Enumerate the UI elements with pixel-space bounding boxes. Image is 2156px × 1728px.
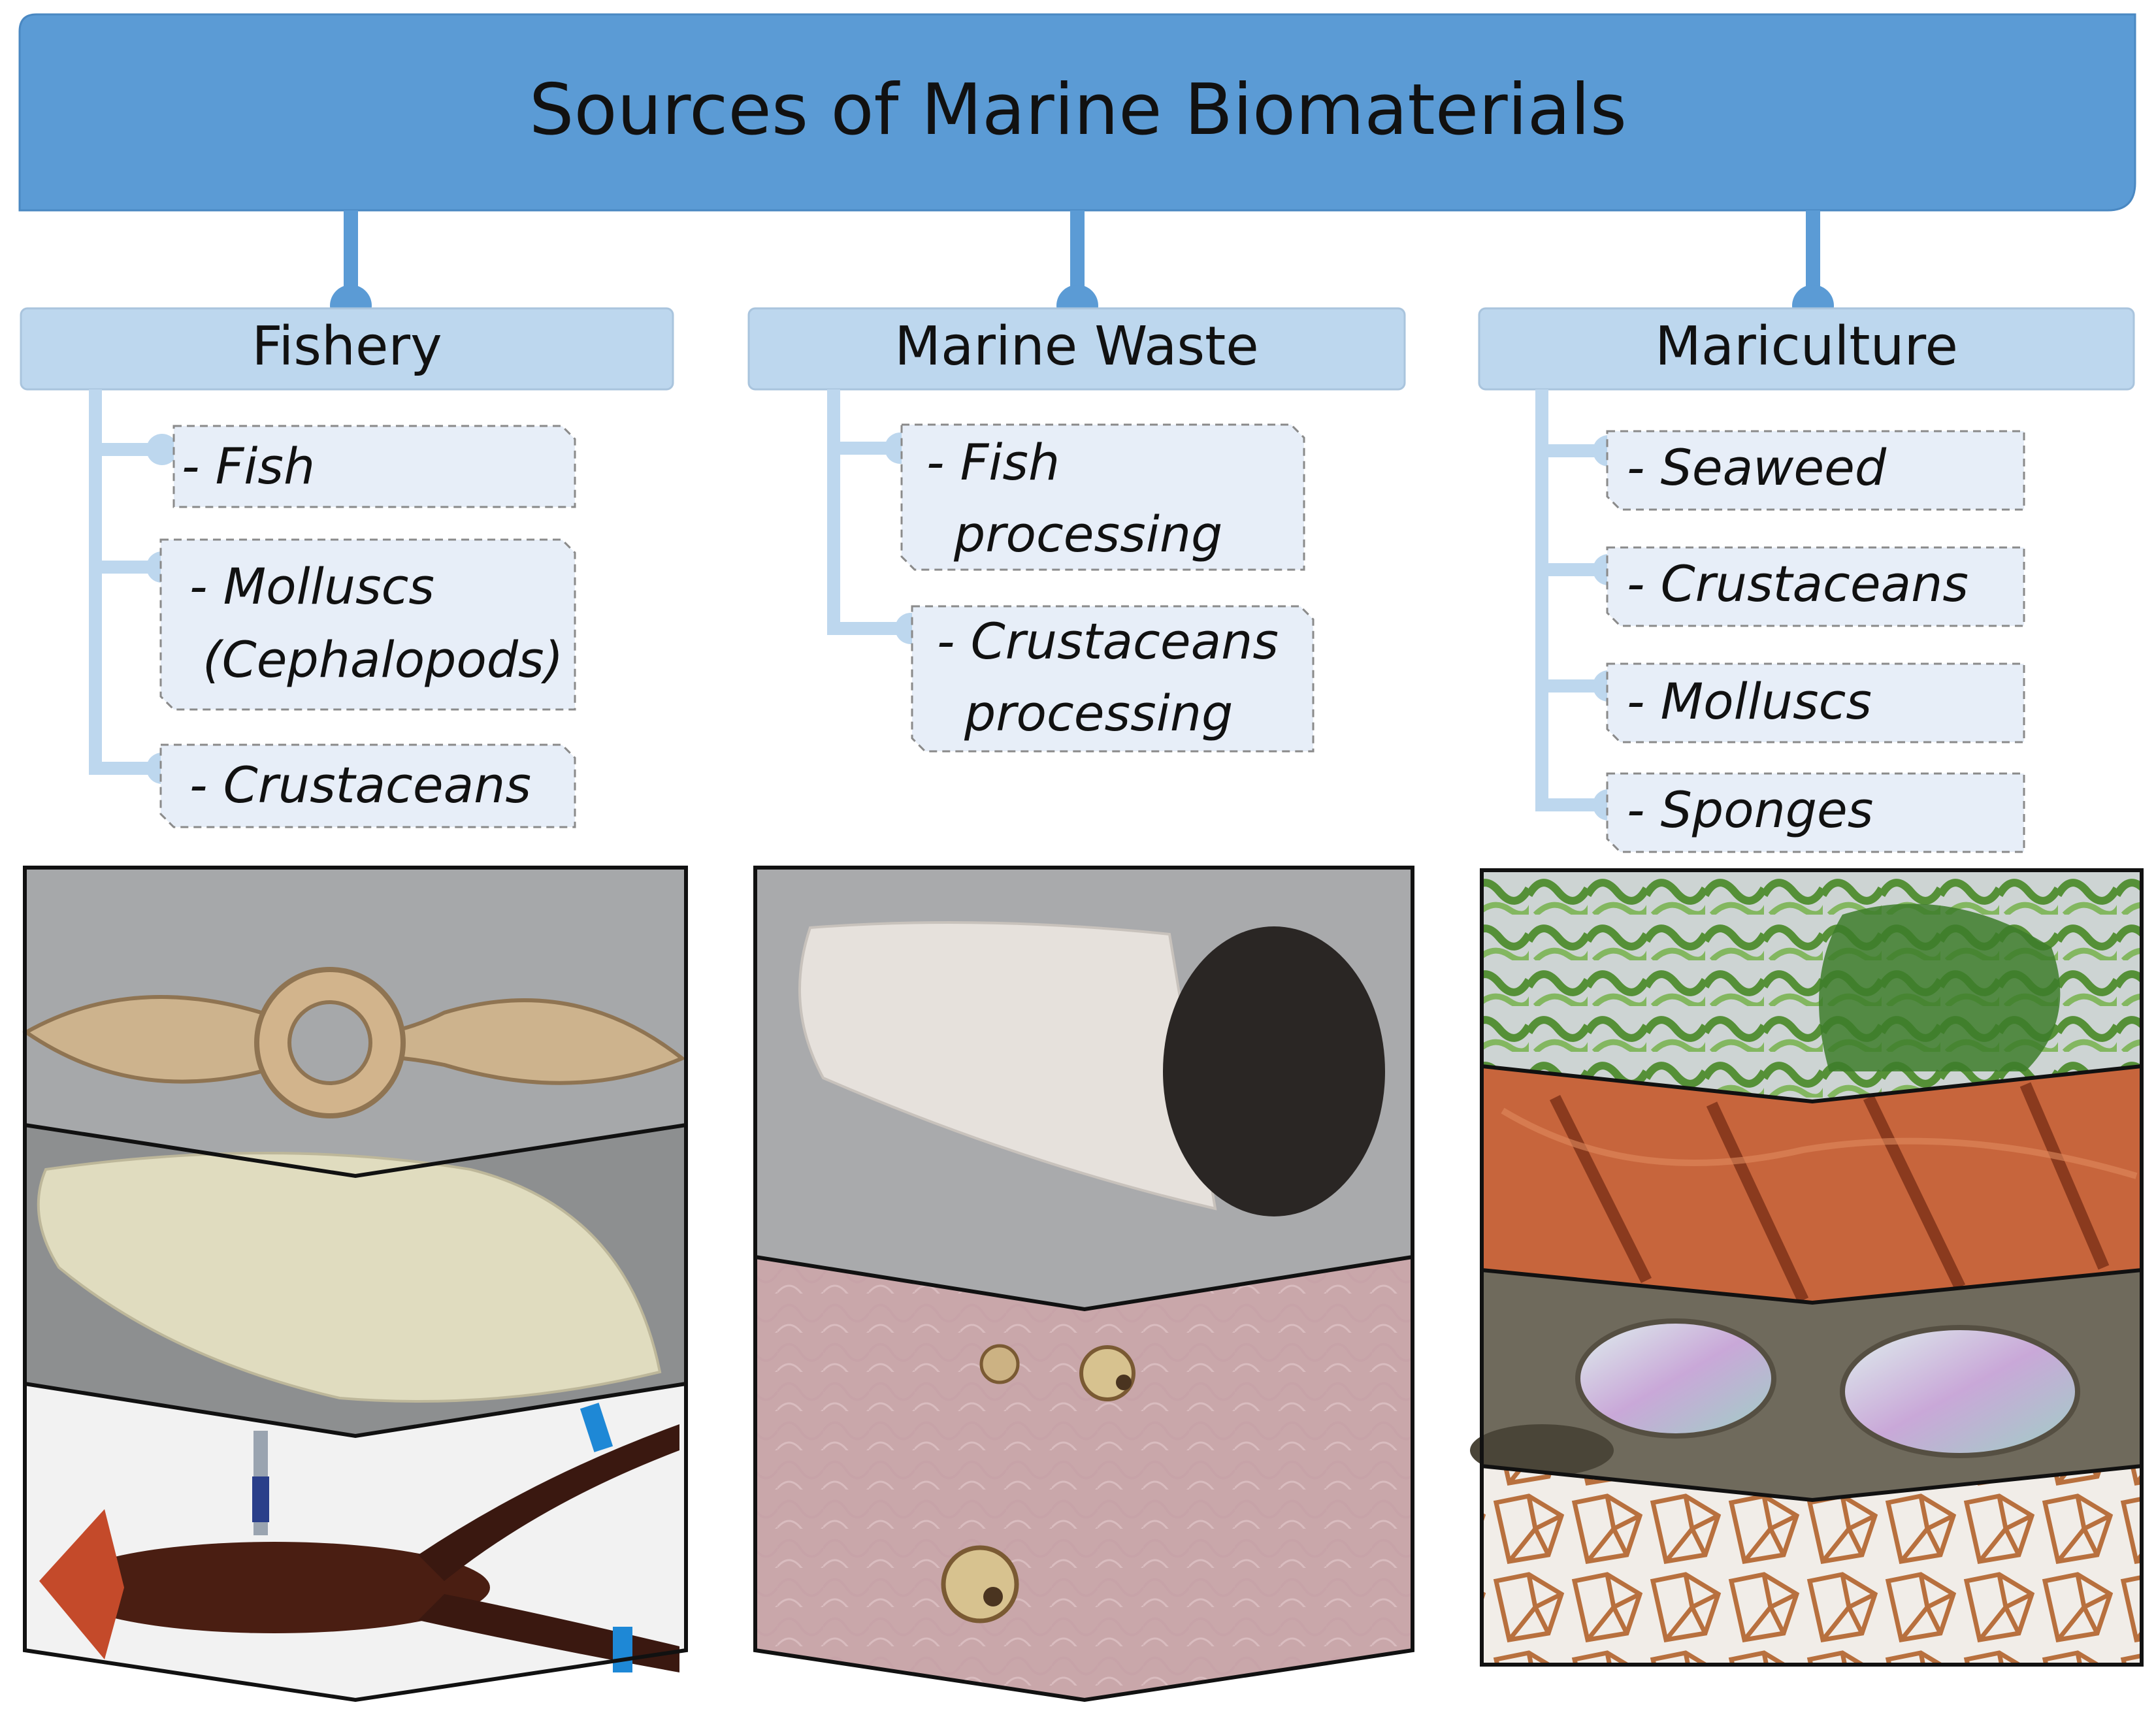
item-text: - Crustaceans [189,756,531,814]
abalone-photo [1470,1270,2142,1500]
tree-lines-fishery [89,389,178,784]
header-banner: Sources of Marine Biomaterials [18,13,2136,212]
item-text: - Crustaceans [1627,555,1968,613]
frame-mariculture [1480,868,2144,1667]
bone-cylinder-photo [755,868,1413,1309]
list-item-molluscs: - Molluscs (Cephalopods) [159,538,576,711]
item-text: processing [953,505,1222,563]
item-text: - Sponges [1627,781,1873,839]
item-text: - Seaweed [1627,438,1887,497]
item-text: - Fish [926,433,1060,491]
header-background [18,13,2136,212]
crustacean-shell-photo [1482,1066,2142,1303]
shell-surface-photo [755,1257,1413,1700]
list-item-crustaceans: - Crustaceans [159,743,576,828]
list-item-fish: - Fish [172,425,576,508]
item-text: - Fish [182,437,315,495]
category-label-marine-waste: Marine Waste [894,316,1258,378]
column-marine-waste: Marine Waste - Fish processing - Crustac… [747,307,1414,1703]
connector-marine-waste [1070,210,1085,302]
lobster-photo [25,1384,686,1700]
column-fishery: Fishery - Fish - Molluscs (Cephalopods) … [20,307,688,1703]
sponge-skeleton-photo [1482,1466,2142,1665]
list-item-sponges: - Sponges [1606,772,2025,853]
diagram-title: Sources of Marine Biomaterials [529,69,1627,151]
item-text: - Molluscs [1627,672,1872,730]
category-box-mariculture [1478,307,2135,391]
frame-marine-waste [753,866,1414,1703]
column-mariculture: Mariculture - Seaweed - Crustaceans - Mo… [1470,307,2144,1667]
item-text: - Molluscs [189,557,434,615]
item-text: - Crustaceans [937,612,1279,670]
list-item-crustaceans: - Crustaceans [1606,546,2025,627]
seaweed-photo [1482,870,2142,1101]
category-box-marine-waste [747,307,1406,391]
item-text: processing [964,684,1233,742]
photo-stack-mariculture [1470,868,2144,1667]
category-label-fishery: Fishery [252,316,442,378]
cuttlebone-photo [25,1125,686,1436]
photo-stack-fishery [22,866,688,1703]
photo-stack-marine-waste [753,866,1414,1703]
item-text: (Cephalopods) [203,630,563,689]
frame-fishery [23,866,688,1703]
list-item-seaweed: - Seaweed [1606,430,2025,511]
list-item-crustaceans-processing: - Crustaceans processing [911,605,1315,753]
category-box-fishery [20,307,674,391]
category-label-mariculture: Mariculture [1655,316,1958,378]
connector-mariculture [1806,210,1820,302]
list-item-molluscs: - Molluscs [1606,662,2025,743]
cuttlefish-bone-photo [22,868,686,1176]
list-item-fish-processing: - Fish processing [900,423,1305,571]
connector-fishery [344,210,358,302]
